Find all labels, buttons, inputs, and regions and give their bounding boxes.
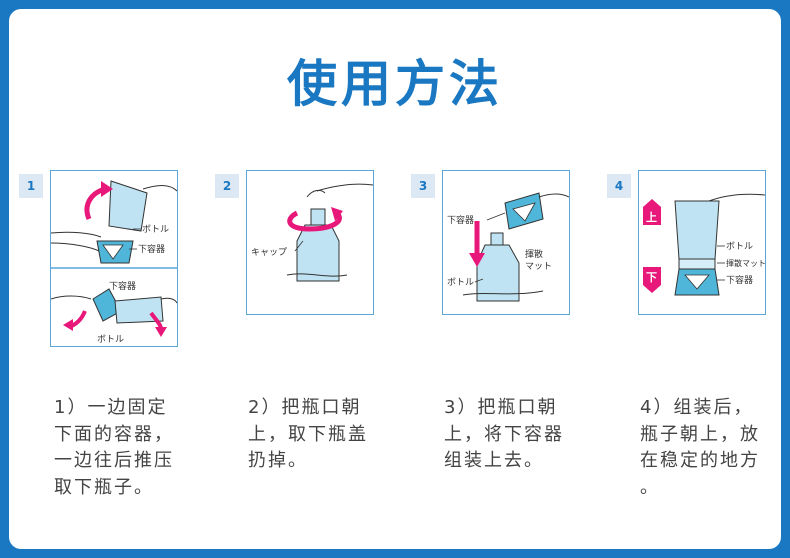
lower-container bbox=[96, 240, 134, 264]
assembled-product bbox=[674, 200, 720, 296]
label-mat-line2: マット bbox=[525, 262, 552, 272]
label-mat-line1: 揮散 bbox=[525, 248, 543, 260]
label-lower-container: 下容器 bbox=[138, 243, 165, 255]
down-badge-icon bbox=[643, 267, 661, 285]
label-lower-container-2: 下容器 bbox=[109, 280, 136, 292]
up-badge-icon bbox=[643, 207, 661, 225]
label-lower-container: 下容器 bbox=[726, 274, 753, 286]
label-mat: 揮散マット bbox=[726, 258, 765, 268]
rotate-arrow-icon bbox=[287, 210, 342, 232]
step-number-4: 4 bbox=[607, 174, 631, 198]
step-4-description: 4）组装后， 瓶子朝上，放 在稳定的地方 。 bbox=[640, 397, 760, 498]
label-bottle: ボトル bbox=[726, 241, 753, 252]
step-1-description: 1）一边固定 下面的容器， 一边往后推压 取下瓶子。 bbox=[54, 397, 174, 498]
label-bottle-bottom: ボトル bbox=[97, 334, 124, 345]
step-1-illustration: ボトル 下容器 下容器 ボトル bbox=[50, 170, 178, 347]
arrow-head-icon bbox=[101, 181, 113, 197]
bottle-separated bbox=[92, 288, 164, 324]
page-title: 使用方法 bbox=[287, 55, 503, 113]
step-number-3: 3 bbox=[411, 174, 435, 198]
step-number-2: 2 bbox=[215, 174, 239, 198]
bottle-tilted bbox=[108, 180, 148, 232]
lower-container bbox=[504, 192, 544, 230]
step-4-illustration: 上 下 ボトル 揮散マット 下容器 bbox=[638, 170, 766, 315]
label-down: 下 bbox=[646, 271, 657, 284]
bottle bbox=[296, 208, 340, 282]
step-3-description: 3）把瓶口朝 上，将下容器 组装上去。 bbox=[444, 397, 564, 471]
label-lower-container: 下容器 bbox=[447, 214, 474, 226]
label-bottle: ボトル bbox=[447, 277, 474, 288]
label-up: 上 bbox=[646, 210, 657, 224]
bottle bbox=[476, 232, 520, 302]
step-2-illustration: キャップ bbox=[246, 170, 374, 315]
step-3-illustration: 下容器 揮散 マット ボトル bbox=[442, 170, 570, 315]
label-cap: キャップ bbox=[251, 247, 287, 258]
label-bottle-top: ボトル bbox=[142, 224, 169, 235]
step-number-1: 1 bbox=[19, 174, 43, 198]
step-2-description: 2）把瓶口朝 上，取下瓶盖 扔掉。 bbox=[248, 397, 368, 471]
